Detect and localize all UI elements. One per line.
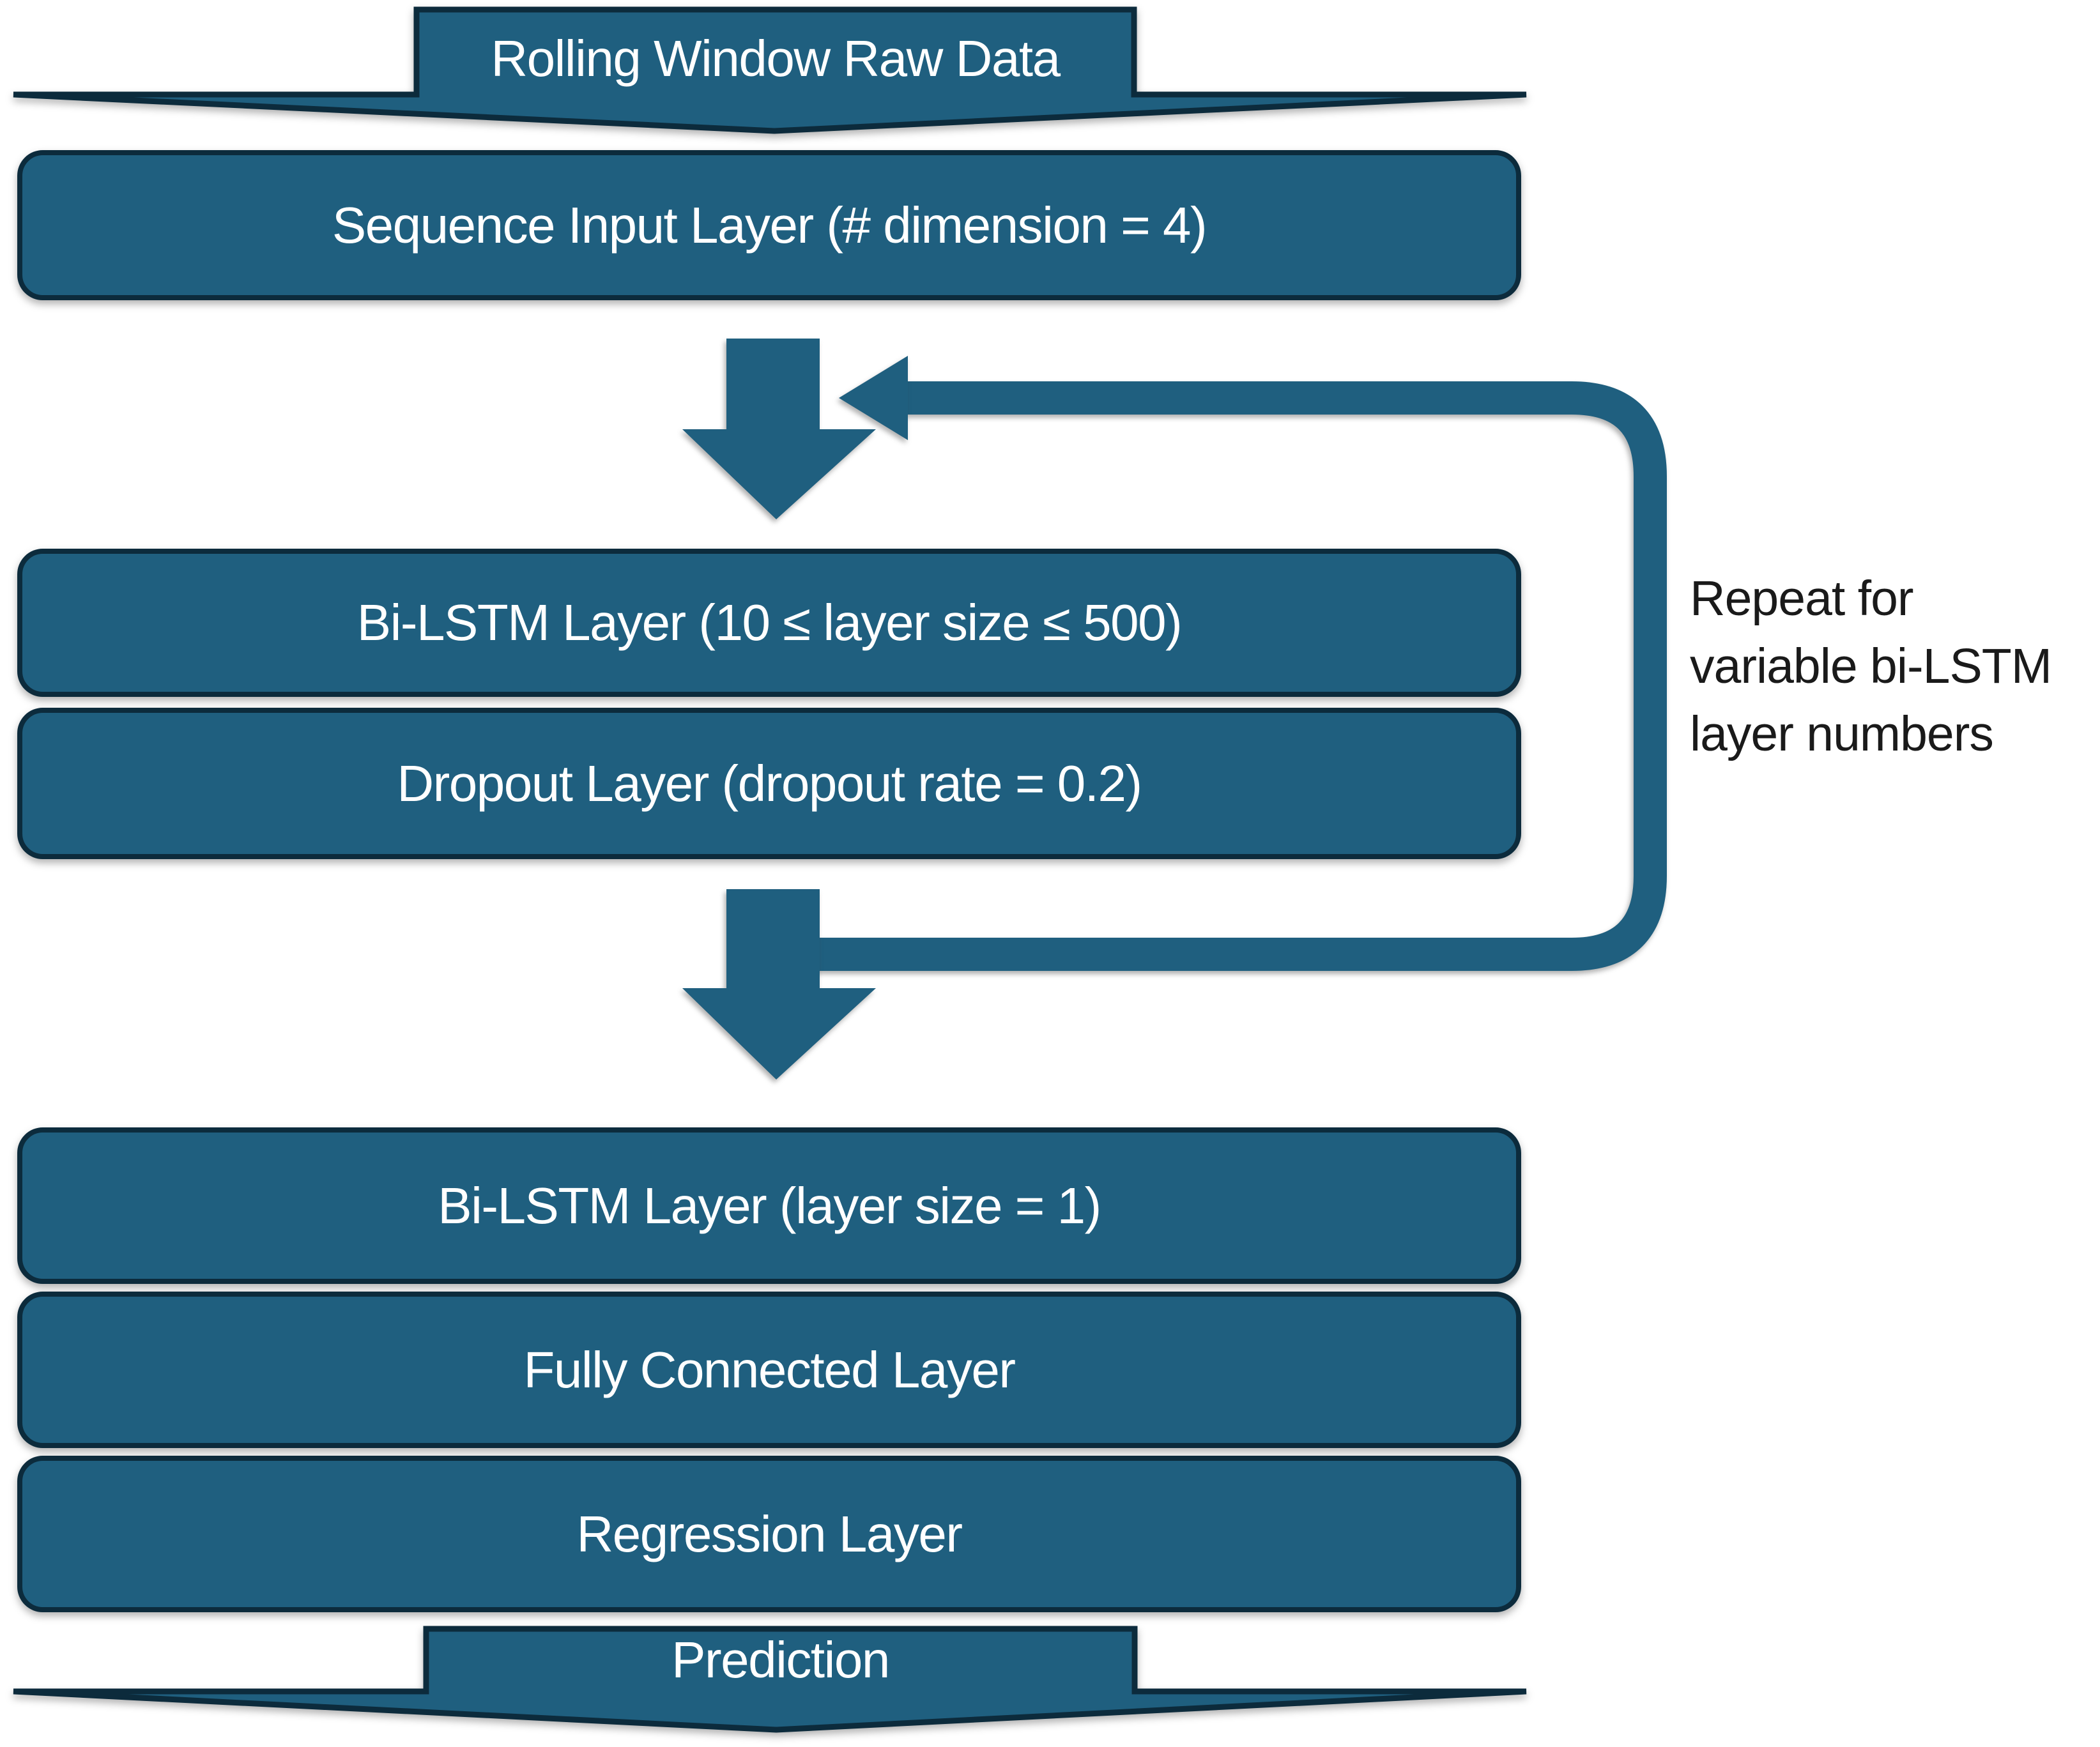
repeat-loop-arrow xyxy=(808,381,1667,971)
repeat-loop-arrowhead-icon xyxy=(839,356,908,440)
flow-box-label: Fully Connected Layer xyxy=(523,1341,1016,1398)
flow-box-label: Bi-LSTM Layer (10 ≤ layer size ≤ 500) xyxy=(356,594,1183,651)
flow-box-regression: Regression Layer xyxy=(17,1456,1521,1612)
input-banner-label: Rolling Window Raw Data xyxy=(491,30,1061,87)
flow-box-fully-connected: Fully Connected Layer xyxy=(17,1292,1521,1448)
down-arrow-2-icon xyxy=(682,889,876,1079)
flow-box-dropout: Dropout Layer (dropout rate = 0.2) xyxy=(17,708,1521,859)
output-banner-shape xyxy=(13,1626,1527,1733)
flow-box-label: Sequence Input Layer (# dimension = 4) xyxy=(332,196,1207,254)
flow-box-label: Dropout Layer (dropout rate = 0.2) xyxy=(397,754,1142,812)
flow-box-sequence-input: Sequence Input Layer (# dimension = 4) xyxy=(17,150,1521,300)
input-banner-shape xyxy=(13,6,1527,134)
repeat-loop-annotation: Repeat for variable bi-LSTM layer number… xyxy=(1690,571,2052,761)
output-banner-label: Prediction xyxy=(671,1631,890,1688)
flow-box-label: Regression Layer xyxy=(576,1505,963,1562)
flow-box-bilstm-final: Bi-LSTM Layer (layer size = 1) xyxy=(17,1127,1521,1284)
flow-box-label: Bi-LSTM Layer (layer size = 1) xyxy=(438,1177,1101,1234)
down-arrow-1-icon xyxy=(682,339,876,519)
flow-box-bilstm-variable: Bi-LSTM Layer (10 ≤ layer size ≤ 500) xyxy=(17,549,1521,697)
